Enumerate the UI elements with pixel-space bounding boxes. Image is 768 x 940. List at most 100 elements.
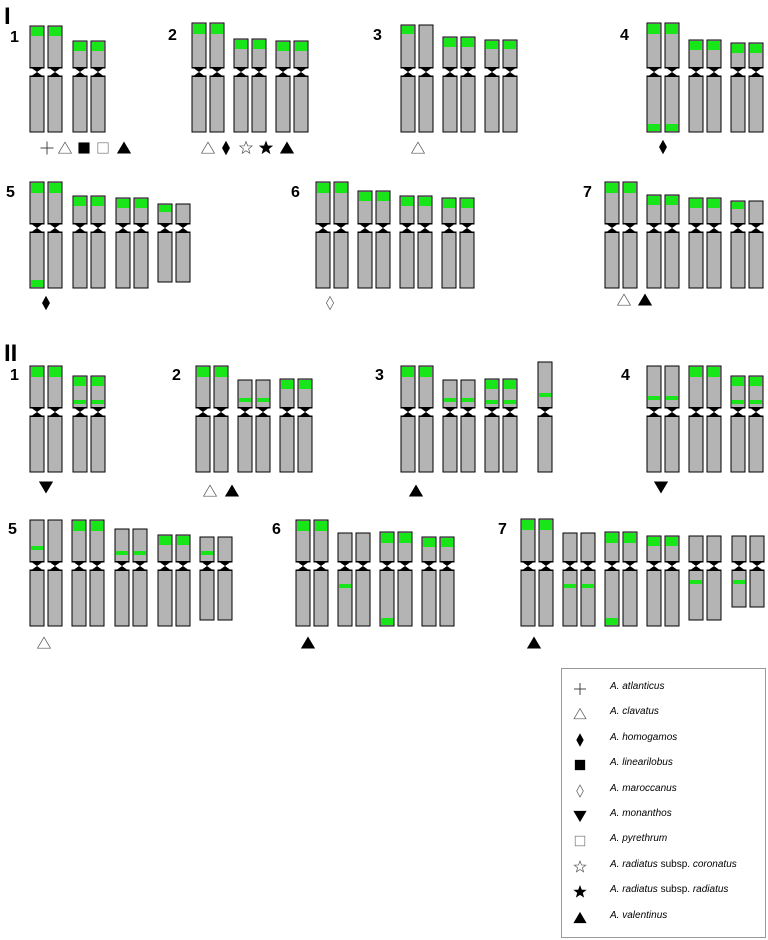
centromere xyxy=(461,407,475,417)
centromere xyxy=(563,561,577,571)
chromosome xyxy=(646,22,662,133)
signal-terminal-bottom xyxy=(606,618,618,625)
chromosome-long-arm xyxy=(688,231,704,289)
centromere xyxy=(210,67,224,77)
chromosome-long-arm xyxy=(484,75,500,133)
chromosome-long-arm xyxy=(580,569,596,627)
chromosome xyxy=(175,534,191,627)
group-number: 5 xyxy=(8,521,17,538)
centromere xyxy=(176,223,190,233)
chromosome-short-arm xyxy=(237,379,253,409)
signal-terminal xyxy=(91,521,103,531)
signal-terminal xyxy=(117,199,129,208)
centromere xyxy=(461,67,475,77)
signal-interstitial xyxy=(750,400,762,404)
signal-terminal xyxy=(215,367,227,377)
centromere xyxy=(316,223,330,233)
chromosome xyxy=(706,365,722,473)
centromere xyxy=(707,407,721,417)
centromere xyxy=(503,407,517,417)
chromosome xyxy=(749,535,765,608)
chromosome-long-arm xyxy=(237,415,253,473)
signal-terminal xyxy=(299,380,311,389)
karyotype-group: 3 xyxy=(375,361,553,497)
chromosome xyxy=(355,532,371,627)
signal-terminal xyxy=(402,367,414,377)
centromere xyxy=(400,223,414,233)
centromere xyxy=(419,67,433,77)
centromere xyxy=(48,67,62,77)
chromosome-long-arm xyxy=(375,231,391,289)
legend-entry: A. monanthos xyxy=(562,806,765,826)
chromosome-long-arm xyxy=(295,569,311,627)
signal-terminal xyxy=(708,41,720,50)
group-number: 2 xyxy=(168,27,177,44)
signal-terminal xyxy=(624,183,636,193)
signal-interstitial xyxy=(92,400,104,404)
chromosome xyxy=(175,203,191,283)
chromosome xyxy=(442,379,458,473)
group-number: 4 xyxy=(620,27,629,44)
species-marker-radiatus-coronatus xyxy=(238,140,254,155)
centromere xyxy=(443,407,457,417)
legend-symbol xyxy=(573,885,587,898)
chromosome-short-arm xyxy=(418,24,434,69)
signal-interstitial xyxy=(564,584,576,588)
signal-terminal xyxy=(49,367,61,377)
centromere xyxy=(418,223,432,233)
group-number: 1 xyxy=(10,367,19,384)
chromosome xyxy=(730,375,746,473)
group-number: 3 xyxy=(373,27,382,44)
signal-terminal xyxy=(297,521,309,531)
signal-terminal xyxy=(648,24,660,34)
legend-entry: A. clavatus xyxy=(562,704,765,724)
chromosome xyxy=(604,181,620,289)
species-marker-monanthos xyxy=(653,481,669,494)
legend-species: A. clavatus xyxy=(610,706,659,718)
legend-label: A. radiatus subsp. radiatus xyxy=(610,884,728,895)
signal-terminal xyxy=(504,380,516,389)
chromosome xyxy=(706,39,722,133)
signal-terminal xyxy=(750,44,762,53)
centromere xyxy=(298,407,312,417)
karyotype-group: 5 xyxy=(8,519,233,649)
chromosome-long-arm xyxy=(441,231,457,289)
chromosome xyxy=(157,203,173,283)
legend-species: A. atlanticus xyxy=(610,681,665,692)
chromosome-short-arm xyxy=(29,519,45,563)
legend-symbol-square-open xyxy=(574,836,586,847)
group-number: 4 xyxy=(621,367,630,384)
chromosome-long-arm xyxy=(646,569,662,627)
centromere xyxy=(73,223,87,233)
species-marker-homogamos xyxy=(222,140,230,156)
chromosome xyxy=(688,197,704,289)
centromere xyxy=(485,407,499,417)
species-marker-valentinus xyxy=(637,293,653,306)
centromere xyxy=(176,561,190,571)
signal-terminal xyxy=(135,199,147,208)
chromosome xyxy=(29,25,45,133)
centromere xyxy=(72,561,86,571)
legend-symbol xyxy=(574,836,586,847)
chromosome xyxy=(295,519,311,627)
centromere xyxy=(358,223,372,233)
chromosome-short-arm xyxy=(355,532,371,563)
chromosome xyxy=(748,375,764,473)
signal-terminal xyxy=(73,521,85,531)
centromere xyxy=(503,67,517,77)
signal-terminal xyxy=(606,183,618,193)
signal-terminal xyxy=(92,377,104,386)
chromosome-long-arm xyxy=(157,231,173,283)
legend-symbol-triangle-open xyxy=(573,708,587,720)
chromosome xyxy=(47,25,63,133)
species-marker-clavatus xyxy=(36,636,52,649)
chromosome xyxy=(315,181,331,289)
centromere xyxy=(90,561,104,571)
chromosome-long-arm xyxy=(622,569,638,627)
centromere xyxy=(398,561,412,571)
signal-terminal xyxy=(315,521,327,531)
signal-interstitial xyxy=(31,546,43,550)
chromosome-long-arm xyxy=(29,75,45,133)
chromosome xyxy=(459,197,475,289)
